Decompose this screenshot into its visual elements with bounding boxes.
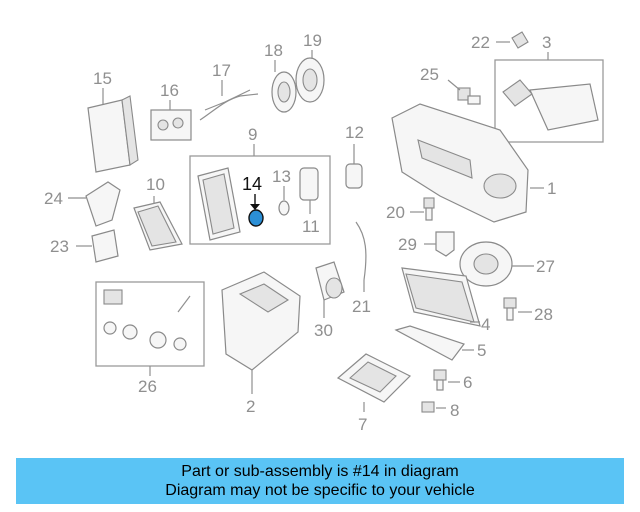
- label-8: 8: [450, 401, 459, 420]
- part-4-filter: [401, 267, 481, 327]
- part-14-highlighted: [248, 194, 264, 227]
- part-24-bracket: [68, 181, 121, 227]
- label-14: 14: [242, 174, 262, 194]
- label-16: 16: [160, 81, 179, 100]
- label-10: 10: [146, 175, 165, 194]
- notice-banner: Part or sub-assembly is #14 in diagram D…: [16, 458, 624, 504]
- part-26-components: [103, 289, 191, 351]
- label-4: 4: [481, 315, 490, 334]
- part-27-blower: [459, 241, 534, 287]
- part-19-seal: [295, 50, 325, 103]
- label-19: 19: [303, 31, 322, 50]
- part-29-clip: [424, 231, 455, 257]
- parts-diagram: 15 16 17 18 19 22 3: [44, 31, 604, 434]
- label-23: 23: [50, 237, 69, 256]
- label-24: 24: [44, 189, 63, 208]
- label-27: 27: [536, 257, 555, 276]
- part-11-valve: [299, 167, 319, 214]
- part-18-gasket: [271, 60, 297, 113]
- label-21: 21: [352, 297, 371, 316]
- part-8-nut: [421, 401, 446, 413]
- part-3-box: [494, 59, 604, 143]
- part-30-actuator: [315, 261, 345, 318]
- part-6-bolt: [433, 369, 460, 391]
- label-17: 17: [212, 61, 231, 80]
- label-7: 7: [358, 415, 367, 434]
- label-18: 18: [264, 41, 283, 60]
- label-11: 11: [302, 217, 320, 236]
- part-13-oring: [278, 186, 290, 216]
- label-28: 28: [534, 305, 553, 324]
- label-15: 15: [93, 69, 112, 88]
- part-17-pipe: [199, 80, 259, 121]
- part-23-actuator: [76, 229, 119, 263]
- label-2: 2: [246, 397, 255, 416]
- part-10-filter: [133, 196, 183, 251]
- label-5: 5: [477, 341, 486, 360]
- label-25: 25: [420, 65, 439, 84]
- part-28-bolt: [503, 297, 532, 321]
- label-13: 13: [272, 167, 291, 186]
- part-9-core: [197, 167, 241, 241]
- part-5-bracket: [394, 325, 474, 361]
- part-16-clips: [150, 100, 192, 141]
- label-9: 9: [248, 125, 257, 144]
- part-1-housing: [391, 103, 544, 223]
- part-25-screw: [447, 79, 481, 105]
- label-1: 1: [547, 179, 556, 198]
- label-3: 3: [542, 33, 551, 52]
- label-20: 20: [386, 203, 405, 222]
- part-12-sensor: [345, 144, 363, 189]
- label-12: 12: [345, 123, 364, 142]
- part-3-panel: [502, 79, 599, 131]
- part-21-hose: [355, 221, 367, 292]
- label-29: 29: [398, 235, 417, 254]
- part-20-bolt: [410, 197, 435, 221]
- banner-line-1: Part or sub-assembly is #14 in diagram: [181, 463, 459, 480]
- label-6: 6: [463, 373, 472, 392]
- part-2-case: [221, 271, 301, 394]
- label-30: 30: [314, 321, 333, 340]
- part-22-clip: [496, 31, 529, 49]
- label-22: 22: [471, 33, 490, 52]
- part-7-tray: [336, 353, 412, 412]
- part-9-box: [189, 155, 331, 245]
- banner-line-2: Diagram may not be specific to your vehi…: [165, 482, 475, 499]
- part-15-filter: [87, 88, 139, 173]
- label-26: 26: [138, 377, 157, 396]
